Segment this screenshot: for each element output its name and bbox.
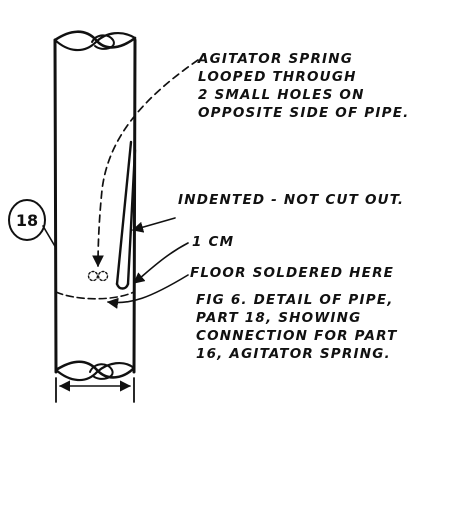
- spring-path: [92, 59, 199, 268]
- floor-label: FLOOR SOLDERED HERE: [190, 265, 394, 281]
- diameter-dimension: [55, 377, 135, 403]
- indented-strip: [115, 140, 137, 290]
- spring-label-line-1: AGITATOR SPRING: [197, 51, 353, 67]
- leader-floor: [106, 274, 189, 309]
- floor-line: [55, 291, 135, 300]
- indent-label: INDENTED - NOT CUT OUT.: [178, 192, 404, 208]
- caption-line-2: PART 18, SHOWING: [196, 310, 361, 326]
- spring-label-line-3: 2 SMALL HOLES ON: [198, 87, 365, 103]
- caption-line-4: 16, AGITATOR SPRING.: [196, 346, 391, 362]
- part-callout: 18: [8, 199, 57, 249]
- caption-line-1: FIG 6. DETAIL OF PIPE,: [196, 292, 394, 308]
- spring-label-line-2: LOOPED THROUGH: [198, 69, 357, 85]
- spring-holes: [87, 270, 109, 282]
- leader-indent: [131, 217, 176, 233]
- size-label: 1 CM: [192, 234, 234, 250]
- spring-label-line-4: OPPOSITE SIDE OF PIPE.: [198, 105, 409, 121]
- pipe: [53, 30, 137, 382]
- leader-size: [133, 242, 189, 284]
- caption-line-3: CONNECTION FOR PART: [196, 328, 398, 344]
- part-number: 18: [16, 211, 38, 230]
